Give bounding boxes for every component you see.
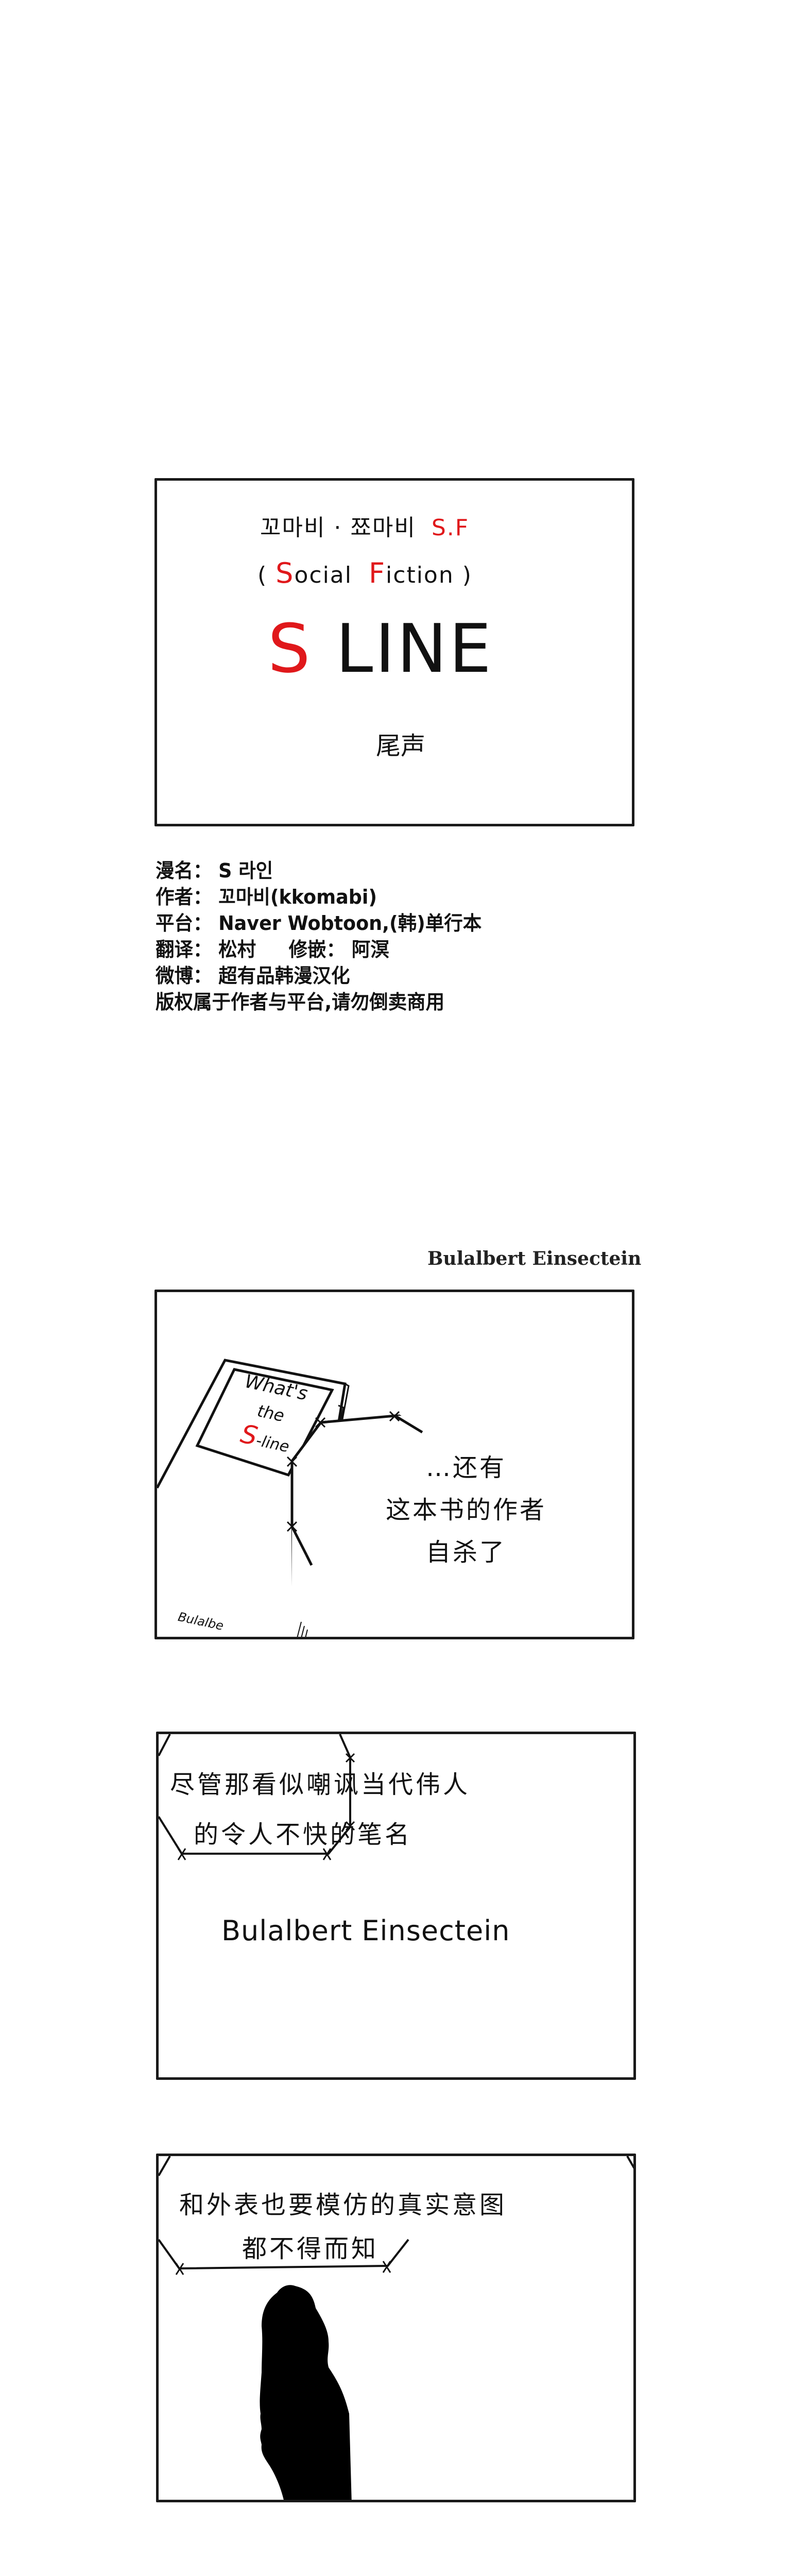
comic-panel-2: 尽管那看似嘲讽当代伟人 的令人不快的笔名 Bulalbert Einsectei… — [156, 1732, 636, 2080]
book-drawing — [157, 1359, 632, 1637]
series-title-korean: 꼬마비 · 쬬마비 S.F — [260, 509, 469, 542]
credit-line-copyright: 版权属于作者与平台,请勿倒卖商用 — [156, 991, 445, 1013]
series-logo: S LINE — [268, 609, 493, 688]
credit-line-translation: 翻译： 松村 修嵌： 阿溟 — [156, 938, 389, 961]
silhouette-figure — [260, 2285, 352, 2500]
speech-bubble-text: …还有 这本书的作者 自杀了 — [385, 1453, 546, 1567]
credit-line-title: 漫名： S 라인 — [156, 859, 273, 882]
signature-heading: Bulalbert Einsectein — [427, 1248, 642, 1269]
comic-panel-3: 和外表也要模仿的真实意图 都不得而知 — [156, 2154, 636, 2502]
logo-s: S — [268, 609, 313, 688]
chapter-title: 尾声 — [376, 732, 426, 760]
caption-box-outline — [159, 1734, 355, 1860]
credits-block: 漫名： S 라인 作者： 꼬마비(kkomabi) 平台： Naver Wobt… — [156, 858, 482, 1015]
author-names: 꼬마비 · 쬬마비 — [260, 515, 416, 541]
sf-label: S.F — [431, 515, 470, 541]
subtitle: ( Social Fiction ) — [257, 557, 472, 589]
logo-line: LINE — [335, 609, 494, 688]
handwritten-pen-name: Bulalbert Einsectein — [221, 1914, 510, 1947]
caption-line-1: 和外表也要模仿的真实意图 — [179, 2191, 507, 2219]
credit-line-weibo: 微博： 超有品韩漫汉化 — [156, 964, 350, 987]
credit-line-author: 作者： 꼬마비(kkomabi) — [156, 886, 377, 908]
comic-panel-1: What's the S-line Bulalbe …还有 这本书的作者 自杀了 — [154, 1290, 634, 1639]
title-panel: 꼬마비 · 쬬마비 S.F ( Social Fiction ) S LINE … — [154, 478, 634, 826]
caption-box-outline — [159, 2156, 633, 2275]
caption-line-2: 的令人不快的笔名 — [194, 1820, 412, 1849]
credit-line-platform: 平台： Naver Wobtoon,(韩)单行本 — [156, 912, 482, 935]
caption-line-1: 尽管那看似嘲讽当代伟人 — [170, 1770, 471, 1799]
caption-line-2: 都不得而知 — [242, 2234, 379, 2263]
